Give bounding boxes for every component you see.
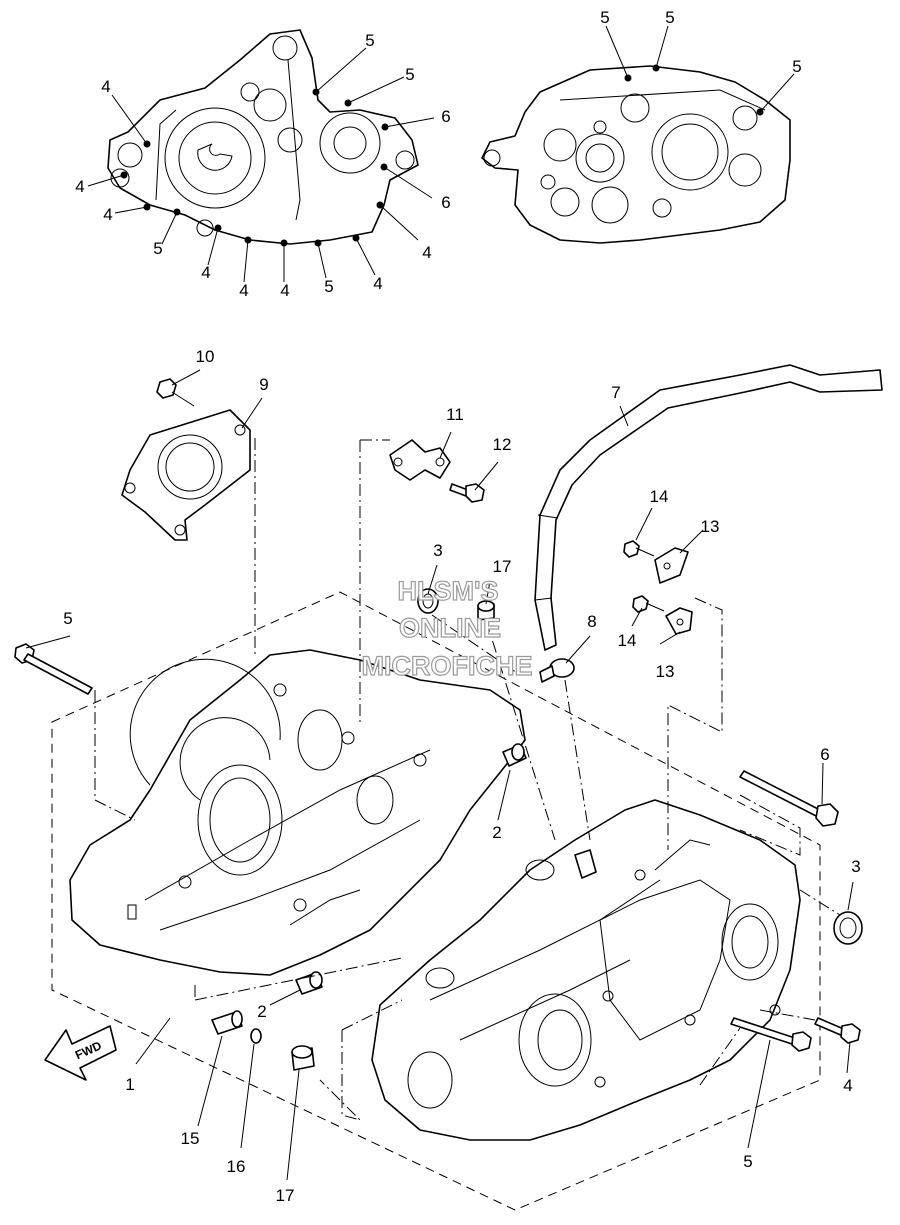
callout-13a: 13 [701,517,720,536]
callout-5b: 5 [743,1152,752,1171]
watermark: HLSM'S ONLINE MICROFICHE [361,575,533,681]
callout-14a: 14 [650,487,669,506]
watermark-line3: MICROFICHE [362,651,533,681]
bolt-map-right-label: 5 [665,8,674,27]
bolt-map-left-label: 4 [103,205,112,224]
screw-14b [632,595,665,613]
bolt-map-left-label: 4 [422,243,431,262]
dowel-pin-2a [502,743,527,767]
callout-11: 11 [446,405,464,424]
bolt-map-left-label: 4 [239,281,248,300]
callout-10: 10 [196,347,215,366]
callout-4: 4 [843,1076,852,1095]
bolt-5-bottom [730,1017,812,1052]
callout-9: 9 [259,375,268,394]
oil-seal-3b [833,911,863,945]
callout-leaders [25,369,854,1181]
clamp-8 [539,658,575,683]
bolt-map-right-label: 5 [600,8,609,27]
callout-8: 8 [587,612,596,631]
callout-15: 15 [181,1129,200,1148]
watermark-line2: ONLINE [399,613,501,643]
callout-3b: 3 [851,857,860,876]
callout-12: 12 [493,435,512,454]
left-crankcase [69,649,526,976]
bolt-5-left [14,643,93,695]
screw-14a [623,540,655,558]
callout-16: 16 [227,1157,246,1176]
dowel-pin-15 [211,1010,243,1035]
assembly-boundary [51,591,821,1211]
fwd-arrow-icon: FWD [44,1025,117,1081]
callout-1: 1 [125,1075,134,1094]
callout-6: 6 [820,745,829,764]
bolt-map-left-label: 5 [365,31,374,50]
bracket-13a [654,547,689,584]
bushing-17b [291,1045,315,1071]
bolt-map-left-label: 5 [324,277,333,296]
dowel-pin-2b [295,971,323,995]
bracket-13b [665,607,693,635]
o-ring-16 [250,1028,262,1044]
callout-labels: 1 2 2 3 3 4 5 5 6 7 8 9 10 11 12 13 13 1… [63,347,860,1205]
bolt-map-left-label: 4 [373,274,382,293]
bolt-map-left-label: 6 [441,107,450,126]
callout-17a: 17 [493,557,512,576]
oil-seal-3a [417,588,439,614]
bolt-map-left-label: 4 [201,263,210,282]
bolt-12 [449,483,485,503]
breather-hose-7 [534,364,883,651]
callout-14b: 14 [618,631,637,650]
callout-2a: 2 [492,823,501,842]
callout-13b: 13 [656,662,675,681]
assembly-lines [94,438,841,1121]
callout-17b: 17 [276,1186,295,1205]
bolt-map-left-label: 4 [280,281,289,300]
bolt-map-left-label: 5 [153,239,162,258]
callout-5a: 5 [63,609,72,628]
bolt-map-right-case: 5 5 5 [481,8,802,244]
watermark-line1: HLSM'S [398,576,499,606]
bolt-4 [814,1017,861,1044]
bolt-map-left-label: 6 [441,193,450,212]
bolt-map-right-label: 5 [792,57,801,76]
bolt-map-left-label: 4 [101,77,110,96]
bearing-cover-plate [121,409,251,541]
bolt-6 [739,770,839,827]
bolt-map-left-label: 5 [405,65,414,84]
bracket-11 [389,439,451,481]
callout-3a: 3 [433,541,442,560]
bolt-map-left-case: 4 5 5 6 4 4 6 4 5 4 4 5 4 4 [75,29,451,300]
bolt-10 [156,378,195,407]
bushing-17a [477,600,495,621]
bolt-map-left-label: 4 [75,177,84,196]
callout-7: 7 [611,383,620,402]
right-crankcase [371,799,801,1141]
callout-2b: 2 [257,1002,266,1021]
